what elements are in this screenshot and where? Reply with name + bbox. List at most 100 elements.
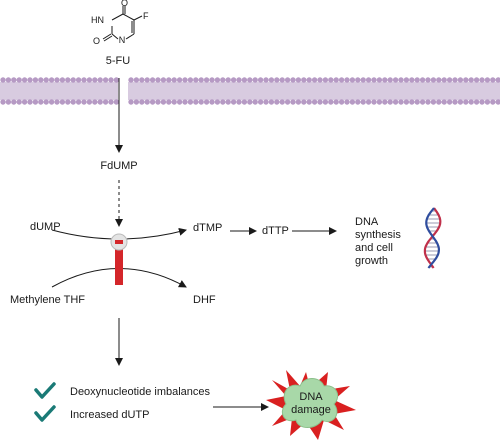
lipid-head (495, 99, 500, 105)
lipid-head (203, 77, 210, 83)
lipid-head (5, 77, 12, 83)
thymidylate-synthase-inhibitor (110, 233, 128, 285)
lipid-head (155, 77, 161, 83)
outcome-line-2: synthesis (355, 229, 401, 241)
lipid-head (92, 77, 98, 83)
lipid-head (11, 77, 17, 83)
lipid-head (279, 99, 285, 105)
lipid-head (149, 99, 156, 105)
membrane-core (128, 82, 500, 100)
lipid-head (355, 99, 361, 105)
lipid-head (139, 99, 145, 105)
lipid-head (113, 77, 120, 83)
lipid-head (279, 77, 285, 83)
lipid-head (473, 99, 480, 105)
lipid-head (463, 77, 469, 83)
lipid-head (75, 77, 82, 83)
lipid-head (301, 99, 307, 105)
lipid-head (86, 77, 93, 83)
dna-strand (423, 207, 442, 269)
lipid-head (457, 77, 464, 83)
outcome-line-4: growth (355, 255, 388, 267)
lipid-head (220, 77, 226, 83)
lipid-head (419, 77, 426, 83)
lipid-head (75, 99, 82, 105)
lipid-head (144, 77, 150, 83)
lipid-head (263, 77, 269, 83)
lipid-head (113, 99, 120, 105)
lipid-head (54, 99, 60, 105)
lipid-head (176, 77, 183, 83)
lipid-head (441, 99, 447, 105)
lipid-head (220, 99, 226, 105)
lipid-head (193, 99, 199, 105)
lipid-head (328, 77, 334, 83)
inhibitor-bar (115, 247, 123, 285)
lipid-head (149, 77, 156, 83)
lipid-head (301, 77, 307, 83)
lipid-head (166, 77, 172, 83)
lipid-head (398, 99, 404, 105)
lipid-head (322, 99, 329, 105)
next-product-label: dTTP (262, 225, 289, 237)
lipid-head (241, 99, 248, 105)
lipid-head (284, 77, 291, 83)
lipid-head (198, 77, 204, 83)
lipid-head (203, 99, 210, 105)
lipid-head (419, 99, 426, 105)
lipid-head (349, 99, 356, 105)
lipid-head (97, 77, 103, 83)
damage-line-1: DNA (299, 391, 323, 403)
lipid-head (225, 77, 231, 83)
lipid-head (187, 77, 194, 83)
lipid-head (495, 77, 500, 83)
lipid-head (430, 77, 437, 83)
lipid-head (371, 99, 377, 105)
lipid-head (484, 99, 491, 105)
lipid-head (344, 77, 350, 83)
lipid-head (86, 99, 93, 105)
lipid-head (16, 77, 22, 83)
lipid-head (382, 77, 388, 83)
lipid-head (230, 99, 237, 105)
outcome-line-3: and cell (355, 242, 393, 254)
lipid-head (457, 99, 464, 105)
lipid-head (198, 99, 204, 105)
lipid-head (446, 99, 453, 105)
lipid-head (133, 77, 140, 83)
lipid-head (65, 99, 71, 105)
lipid-head (59, 77, 66, 83)
lipid-head (144, 99, 150, 105)
atom-n-label: N (119, 35, 126, 45)
lipid-head (27, 77, 33, 83)
cofactor-product-label: DHF (193, 294, 216, 306)
lipid-head (322, 77, 329, 83)
lipid-head (236, 99, 242, 105)
damage-cloud (281, 378, 339, 428)
lipid-head (108, 99, 114, 105)
lipid-head (48, 99, 55, 105)
lipid-head (365, 77, 372, 83)
lipid-head (392, 99, 399, 105)
lipid-head (452, 77, 458, 83)
lipid-head (403, 99, 410, 105)
lipid-head (187, 99, 194, 105)
effect-label-1: Deoxynucleotide imbalances (70, 386, 211, 398)
lipid-head (252, 77, 258, 83)
minus-icon (115, 240, 123, 244)
lipid-head (436, 99, 442, 105)
cofactor-label: Methylene THF (10, 294, 85, 306)
effect-label-2: Increased dUTP (70, 409, 149, 421)
lipid-head (398, 77, 404, 83)
lipid-head (70, 77, 76, 83)
lipid-head (128, 77, 134, 83)
lipid-head (48, 77, 55, 83)
lipid-head (392, 77, 399, 83)
lipid-head (214, 77, 221, 83)
lipid-head (252, 99, 258, 105)
lipid-head (193, 77, 199, 83)
lipid-head (290, 77, 296, 83)
lipid-head (241, 77, 248, 83)
lipid-head (295, 77, 302, 83)
atom-hn-label: HN (91, 15, 104, 25)
